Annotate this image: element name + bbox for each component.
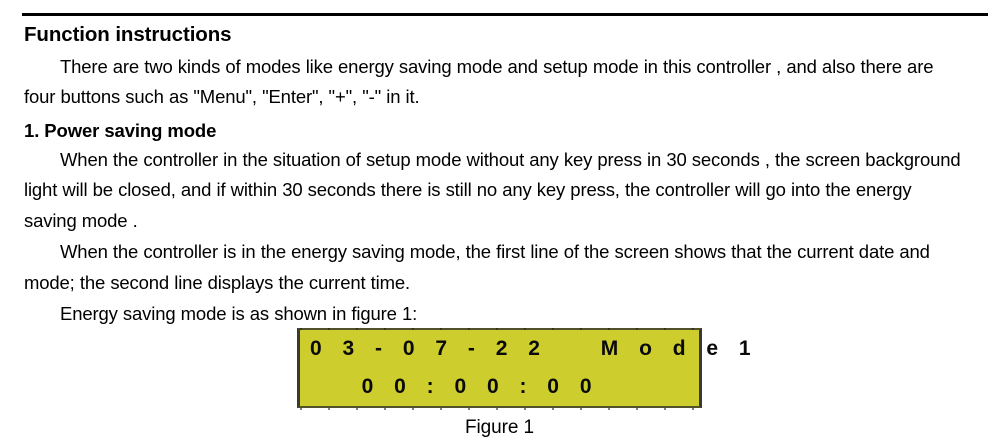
intro-paragraph: There are two kinds of modes like energy… — [24, 55, 934, 108]
lcd-line-time: 0 0 : 0 0 : 0 0 — [361, 375, 599, 398]
section-paragraph-2: When the controller is in the energy sav… — [24, 241, 930, 293]
section-paragraph-1: When the controller in the situation of … — [24, 148, 961, 231]
document-content: Function instructions There are two kind… — [24, 22, 964, 331]
lcd-display: 0 3 - 0 7 - 2 2 M o d e 1 0 0 : 0 0 : 0 … — [297, 328, 759, 410]
lcd-line-date-mode: 0 3 - 0 7 - 2 2 M o d e 1 — [310, 337, 759, 360]
figure-caption: Figure 1 — [465, 417, 534, 438]
section-heading-power-saving-mode: 1. Power saving mode — [24, 119, 217, 141]
section-paragraph-3: Energy saving mode is as shown in figure… — [60, 303, 418, 325]
header-rule — [22, 13, 988, 16]
page-title: Function instructions — [24, 23, 232, 46]
figure-1: 0 3 - 0 7 - 2 2 M o d e 1 0 0 : 0 0 : 0 … — [0, 328, 999, 439]
